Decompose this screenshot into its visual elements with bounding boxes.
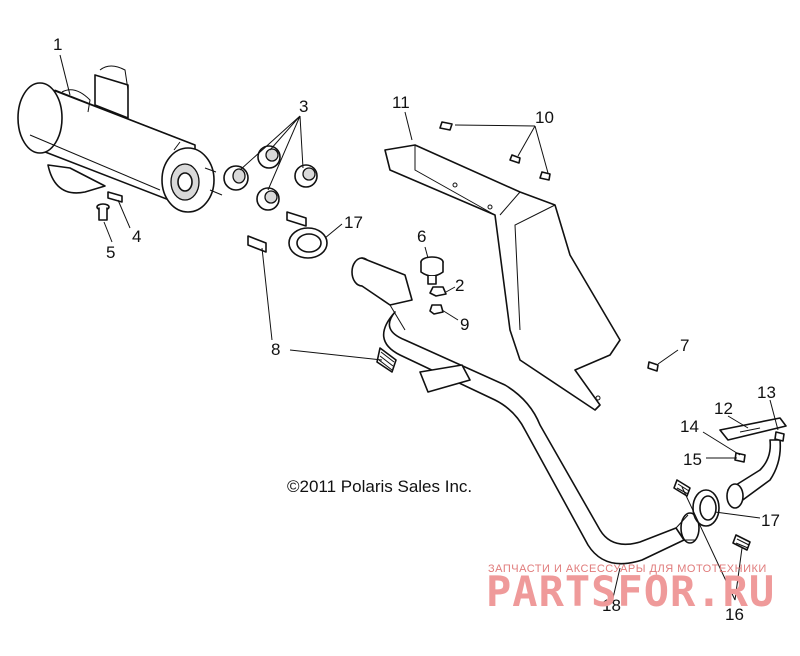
leader-lines [59,54,779,601]
spring-part-16-b [732,534,751,551]
nut-part-2 [429,286,447,297]
callout-3: 3 [299,97,308,116]
copyright-text: ©2011 Polaris Sales Inc. [287,477,472,496]
callout-4: 4 [132,227,141,246]
heat-shield-part-11 [384,144,621,411]
callout-2: 2 [455,276,464,295]
screw-part-7 [647,361,659,372]
callout-17-lower: 17 [761,511,780,530]
watermark-brand: PARTSFOR.RU [486,567,775,616]
spring-part-8 [376,347,397,373]
grommet-set-part-3 [223,145,318,253]
callout-5: 5 [106,243,115,262]
muffler-part [17,65,223,213]
callout-16: 16 [725,605,744,624]
callout-1: 1 [53,35,62,54]
callout-13: 13 [757,383,776,402]
callout-11: 11 [392,93,410,112]
header-pipe-part-18 [351,257,700,565]
callout-8: 8 [271,340,280,359]
bolt-part-13 [774,431,785,442]
watermark-tagline: ЗАПЧАСТИ И АКСЕССУАРЫ ДЛЯ МОТОТЕХНИКИ [488,563,767,575]
callout-15: 15 [683,450,702,469]
pin-part-5 [96,203,110,221]
callout-labels: 1 3 4 5 17 11 10 6 2 9 8 7 12 13 14 15 1… [53,35,780,624]
callout-9: 9 [460,315,469,334]
bolt-part-4 [107,191,123,203]
callout-6: 6 [417,227,426,246]
watermark: ЗАПЧАСТИ И АКСЕССУАРЫ ДЛЯ МОТОТЕХНИКИ PA… [486,563,775,616]
callout-14: 14 [680,417,699,436]
callout-12: 12 [714,399,733,418]
gasket-part-17-lower [692,489,720,527]
callout-7: 7 [680,336,689,355]
screw-set-part-10 [439,121,551,181]
callout-18: 18 [602,596,621,615]
nut-part-9 [429,304,444,315]
gasket-part-17-top [288,227,328,259]
plug-part-6 [420,256,444,285]
callout-17-top: 17 [344,213,363,232]
callout-10: 10 [535,108,554,127]
